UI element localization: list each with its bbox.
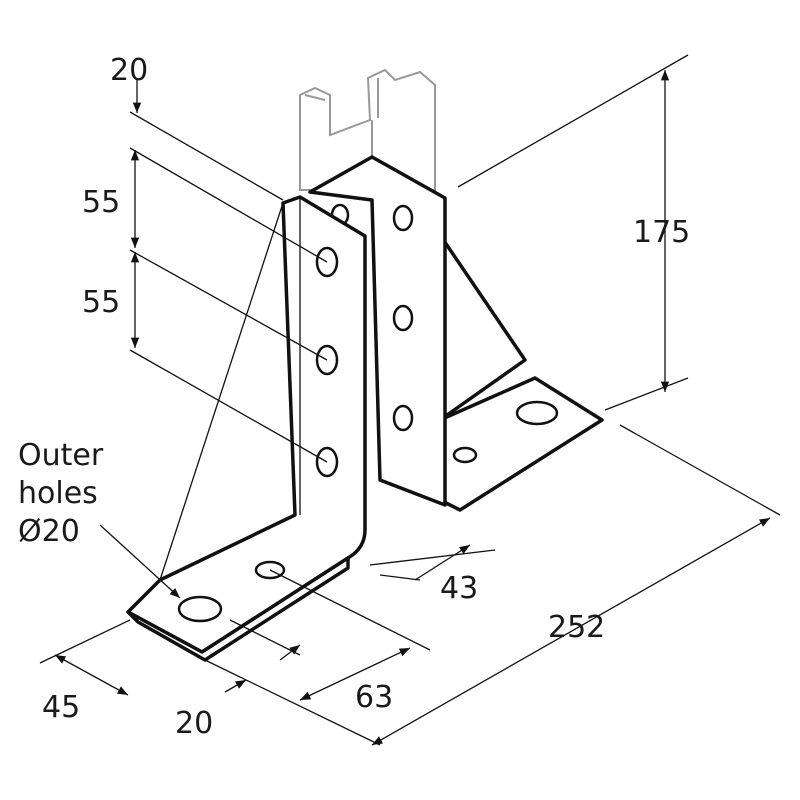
- dimension-lines: [39, 54, 781, 746]
- dim-top-offset: 20: [110, 53, 148, 88]
- dim-foot-width-left: 45: [42, 690, 80, 725]
- hole: [515, 400, 559, 426]
- dim-overall-length: 252: [548, 610, 605, 645]
- dim-foot-width-right: 43: [440, 571, 478, 606]
- dim-hole-to-plate: 63: [355, 680, 393, 715]
- outer-holes-label-1: Outer: [18, 438, 104, 473]
- dim-hole-edge: 20: [175, 706, 213, 741]
- dim-hole-spacing-2: 55: [82, 285, 120, 320]
- dim-hole-spacing-1: 55: [82, 185, 120, 220]
- outer-holes-label-2: holes: [18, 476, 98, 511]
- right-bracket: [308, 155, 604, 512]
- left-bracket: [126, 195, 367, 662]
- hole: [392, 404, 414, 432]
- hole: [392, 204, 414, 232]
- dim-height: 175: [633, 215, 690, 250]
- hole: [392, 304, 414, 332]
- hole: [452, 446, 478, 464]
- hole: [177, 595, 223, 623]
- outer-holes-label-3: Ø20: [18, 514, 80, 549]
